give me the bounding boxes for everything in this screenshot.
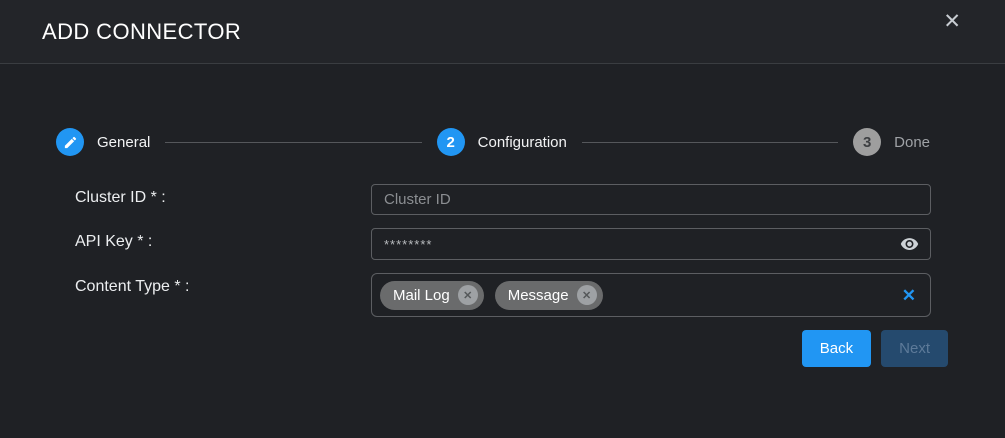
- tag-chip: Mail Log ✕: [380, 280, 484, 310]
- step-done: 3 Done: [853, 128, 930, 156]
- content-type-label: Content Type * :: [75, 278, 190, 295]
- toggle-password-visibility-button[interactable]: [898, 233, 921, 256]
- clear-all-icon[interactable]: ✕: [901, 285, 916, 305]
- configuration-form: Cluster ID * : API Key * : Content Type …: [0, 184, 1005, 367]
- tag-chip-label: Message: [507, 286, 569, 304]
- step-general: General: [56, 128, 150, 156]
- step-done-circle: 3: [853, 128, 882, 156]
- tag-remove-icon[interactable]: ✕: [576, 285, 597, 305]
- back-button[interactable]: Back: [801, 330, 872, 367]
- step-connector: [165, 141, 422, 143]
- eye-icon: [900, 235, 919, 254]
- api-key-row: API Key * :: [0, 228, 1005, 260]
- next-button[interactable]: Next: [881, 330, 948, 367]
- step-done-label: Done: [894, 133, 930, 151]
- api-key-label: API Key * :: [75, 233, 153, 250]
- wizard-stepper: General 2 Configuration 3 Done: [56, 128, 930, 156]
- content-type-multiselect[interactable]: Mail Log ✕ Message ✕ ✕: [371, 273, 931, 317]
- content-type-row: Content Type * : Mail Log ✕ Message ✕ ✕: [0, 273, 1005, 317]
- step-configuration: 2 Configuration: [436, 128, 567, 156]
- cluster-id-row: Cluster ID * :: [0, 184, 1005, 215]
- step-configuration-label: Configuration: [477, 133, 567, 151]
- step-general-circle: [56, 128, 84, 156]
- api-key-input[interactable]: [371, 228, 931, 260]
- tag-remove-icon[interactable]: ✕: [457, 285, 478, 305]
- step-connector: [581, 141, 839, 143]
- step-general-label: General: [97, 133, 151, 151]
- cluster-id-input[interactable]: [371, 184, 931, 215]
- close-icon[interactable]: ✕: [939, 8, 965, 36]
- cluster-id-label: Cluster ID * :: [75, 189, 166, 206]
- pencil-icon: [63, 135, 78, 150]
- dialog-header: ADD CONNECTOR ✕: [0, 0, 1005, 64]
- tag-chip-label: Mail Log: [393, 286, 450, 304]
- wizard-actions: Back Next: [0, 330, 948, 367]
- dialog-title: ADD CONNECTOR: [42, 18, 242, 44]
- tag-chip: Message ✕: [494, 280, 603, 310]
- step-configuration-circle: 2: [436, 128, 465, 156]
